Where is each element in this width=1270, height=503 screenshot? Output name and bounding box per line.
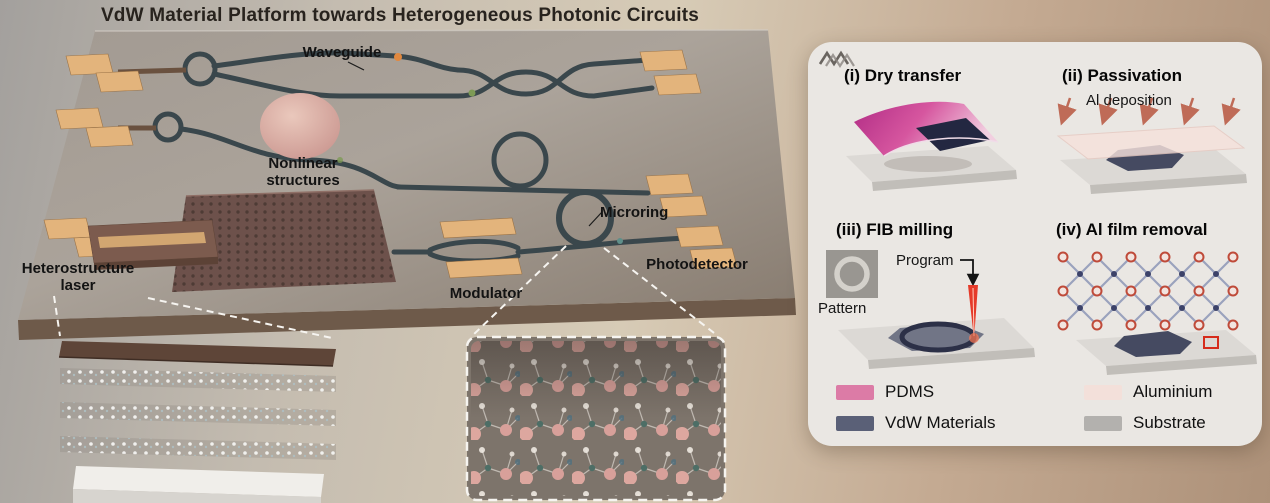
label-heterostructure-laser: Heterostructure laser [21,260,135,295]
step-iv-title: (iv) Al film removal [1056,220,1208,239]
legend-item-aluminium: Aluminium [1084,382,1244,402]
legend-label-vdw-materials: VdW Materials [885,413,996,432]
gold-contact-pads [43,49,738,279]
nonlinear-disk [260,93,340,159]
photonic-chip-illustration [18,29,796,503]
step-i-title: (i) Dry transfer [844,66,962,85]
legend-swatch-aluminium [1084,384,1122,400]
al-deposition-label: Al deposition [1086,92,1172,109]
figure-title: VdW Material Platform towards Heterogene… [100,5,700,26]
process-illustrations [826,97,1257,375]
label-waveguide: Waveguide [302,44,382,61]
program-label: Program [896,252,954,269]
legend-label-substrate: Substrate [1133,413,1206,432]
legend-swatch-substrate [1084,415,1122,431]
pattern-label: Pattern [818,300,867,317]
legend-swatch-vdw-materials [836,415,874,431]
legend-item-vdw-materials: VdW Materials [836,413,1084,433]
heterostructure-laser-device [87,219,219,270]
legend-item-pdms: PDMS [836,382,1084,402]
zigzag-icon [818,50,855,69]
legend: PDMS Aluminium VdW Materials Substrate [836,382,1244,433]
step-ii-title: (ii) Passivation [1062,66,1182,85]
legend-label-aluminium: Aluminium [1133,382,1213,401]
label-leader-lines [347,61,603,227]
waveguide-accent-dots [337,53,623,244]
zoom-connector-lines [53,245,719,339]
legend-item-substrate: Substrate [1084,413,1244,433]
passivation-art [1056,97,1247,194]
fib-milling-art [826,250,1035,369]
label-microring: Microring [600,204,669,221]
photonic-crystal-region [172,189,396,292]
step-iii-title: (iii) FIB milling [836,220,954,239]
heterostructure-layers-inset [58,341,336,503]
label-nonlinear-structures: Nonlinear structures [266,155,340,190]
legend-label-pdms: PDMS [885,382,935,401]
process-panel: (i) Dry transfer (ii) Passivation Al dep… [808,42,1262,446]
dry-transfer-art [846,101,1017,191]
al-removal-art [1057,251,1257,375]
label-photodetector: Photodetector [646,256,748,273]
legend-swatch-pdms [836,384,874,400]
label-modulator: Modulator [449,285,523,302]
lattice-zoom-inset [465,335,727,502]
